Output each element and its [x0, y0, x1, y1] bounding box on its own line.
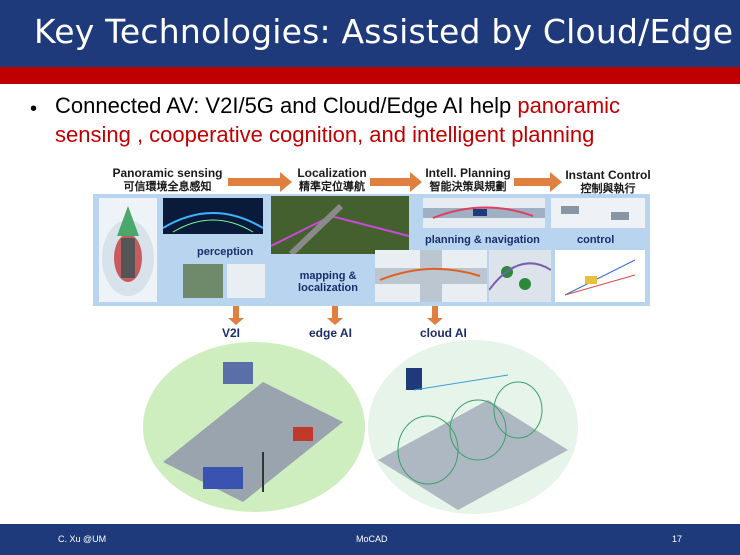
arrow-right-icon	[370, 172, 422, 192]
accent-bar	[0, 67, 740, 84]
pipeline-panel: perception mapping & localization planni…	[93, 194, 650, 306]
edge-ai-label: edge AI	[309, 326, 352, 340]
title-bar: Key Technologies: Assisted by Cloud/Edge	[0, 0, 740, 67]
bullet-highlight-text: panoramic	[517, 93, 621, 118]
stage-localization-en: Localization	[297, 166, 367, 180]
cloud-ai-label: cloud AI	[420, 326, 467, 340]
stage-sensing-en: Panoramic sensing	[112, 166, 223, 180]
footer-author: C. Xu @UM	[58, 534, 107, 544]
mapping-image	[270, 196, 410, 257]
footer-center: MoCAD	[356, 534, 388, 544]
bullet-lead-text: Connected AV: V2I/5G and Cloud/Edge AI h…	[55, 93, 518, 118]
lane-planning-image	[423, 198, 545, 228]
control-cars-image	[551, 198, 645, 228]
stage-control-zh: 控制與執行	[580, 183, 636, 195]
mapping-label-line2: localization	[298, 282, 358, 294]
control-label: control	[577, 234, 615, 246]
perception-label: perception	[197, 246, 254, 258]
slide-title: Key Technologies: Assisted by Cloud/Edge	[34, 12, 734, 51]
mapping-label: mapping & localization	[293, 270, 363, 294]
stage-localization: Localization 精準定位導航	[292, 166, 372, 194]
arrow-down-icon	[327, 306, 343, 325]
detection-chart-image	[227, 264, 265, 298]
control-trajectory-image	[555, 250, 645, 302]
lidar-pointcloud-image	[162, 198, 264, 234]
stage-planning-en: Intell. Planning	[425, 166, 511, 180]
stage-localization-zh: 精準定位導航	[299, 181, 365, 193]
edge-cloud-network-illustration	[368, 340, 578, 514]
planning-label: planning & navigation	[425, 234, 540, 246]
stage-control-en: Instant Control	[565, 168, 651, 182]
v2i-city-illustration	[143, 342, 365, 512]
arrow-right-icon	[228, 172, 292, 192]
stage-sensing-zh: 可信環境全息感知	[123, 181, 212, 193]
footer: C. Xu @UM MoCAD 17	[0, 524, 740, 555]
intersection-image	[375, 250, 487, 302]
arrow-down-icon	[427, 306, 443, 325]
footer-page-number: 17	[672, 534, 683, 544]
stage-sensing: Panoramic sensing 可信環境全息感知	[110, 166, 225, 194]
v2i-label: V2I	[222, 326, 241, 340]
bullet-line-2: sensing , cooperative cognition, and int…	[55, 122, 595, 147]
arrow-down-icon	[228, 306, 244, 325]
stage-planning: Intell. Planning 智能決策與規劃	[420, 166, 516, 194]
stage-control: Instant Control 控制與執行	[560, 168, 656, 196]
sensor-diagram-image	[99, 198, 157, 302]
stage-planning-zh: 智能決策與規劃	[429, 181, 507, 193]
arrow-right-icon	[514, 172, 562, 192]
bullet-line-1: Connected AV: V2I/5G and Cloud/Edge AI h…	[55, 93, 620, 119]
navigation-image	[488, 250, 552, 302]
camera-view-image	[183, 264, 223, 298]
mapping-label-line1: mapping &	[299, 270, 357, 282]
bullet-dot: •	[30, 98, 38, 120]
